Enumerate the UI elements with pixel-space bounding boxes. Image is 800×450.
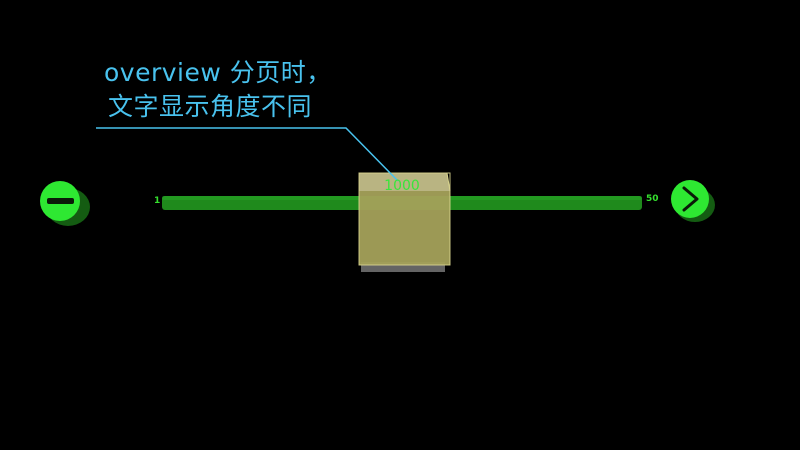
slider-min-label: 1 xyxy=(154,196,161,206)
slider-max-label: 50 xyxy=(646,194,659,204)
current-page-label: 1000 xyxy=(384,178,420,194)
annotation-line-2: 文字显示角度不同 xyxy=(108,92,313,121)
next-page-button[interactable] xyxy=(671,180,715,222)
annotation-leader-line xyxy=(96,127,399,182)
annotation-line-1: overview 分页时， xyxy=(104,58,332,87)
annotation-note: overview 分页时， 文字显示角度不同 xyxy=(104,56,332,124)
chevron-right-icon xyxy=(682,186,699,212)
page-slider-thumb[interactable] xyxy=(358,172,451,272)
minus-icon xyxy=(47,198,74,204)
previous-page-button[interactable] xyxy=(40,181,90,226)
